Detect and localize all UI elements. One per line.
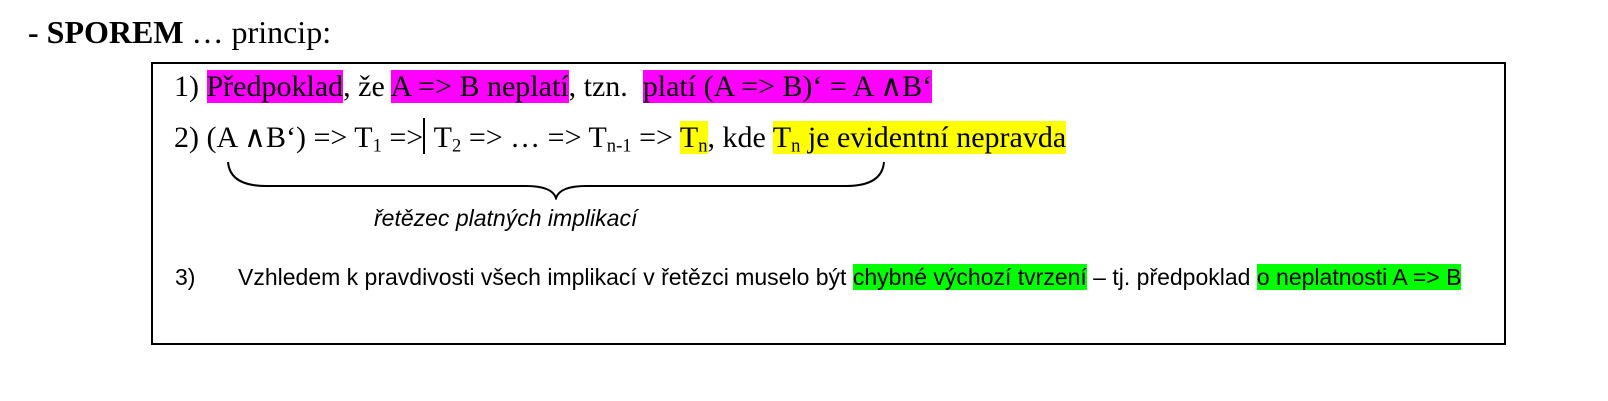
heading-rest: … princip: — [183, 14, 332, 50]
step-2-kde: , kde — [707, 121, 773, 154]
step-2-sub-2: 2 — [452, 135, 462, 157]
step-3-highlight-1: chybné výchozí tvrzení — [852, 264, 1087, 290]
step-3: Vzhledem k pravdivosti všech implikací v… — [238, 260, 1498, 294]
step-2-arrow-1: => — [381, 121, 424, 154]
step-1-tzn: , tzn. — [568, 70, 643, 103]
step-1-assumption: Předpoklad — [206, 70, 344, 103]
step-2-conclusion: Tn je evidentní nepravda — [772, 121, 1067, 157]
step-2-tn-t: T — [679, 121, 699, 154]
step-2-tn-sub: n — [698, 135, 708, 157]
step-2-sub-1: 1 — [372, 135, 382, 157]
step-1-negation: platí (A => B)‘ = A ∧B‘ — [642, 70, 933, 103]
cursor-bar — [423, 118, 425, 154]
step-1: 1) Předpoklad, že A => B neplatí, tzn. p… — [174, 69, 933, 105]
step-2-sub-n1: n-1 — [606, 135, 632, 157]
step-2-t2: T — [426, 121, 453, 154]
step-2-tail: je evidentní nepravda — [800, 121, 1067, 154]
step-3-text-b: – tj. předpoklad — [1086, 264, 1257, 290]
step-2-arrow-2: => — [631, 121, 680, 154]
step-3-text-a: Vzhledem k pravdivosti všech implikací v… — [238, 264, 853, 290]
step-2-tn2-t: T — [772, 121, 792, 154]
step-3-highlight-2: o neplatnosti A => B — [1256, 264, 1462, 290]
step-2-tn: Tn — [679, 121, 708, 157]
step-3-number: 3) — [175, 264, 196, 290]
step-2: 2) (A ∧B‘) => T1 => T2 => … => Tn-1 => T… — [174, 118, 1067, 157]
heading: - SPOREM … princip: — [28, 12, 331, 52]
heading-title: SPOREM — [46, 14, 184, 50]
brace-underline — [227, 161, 885, 200]
proof-box: 1) Předpoklad, že A => B neplatí, tzn. p… — [151, 62, 1506, 345]
step-1-claim: A => B neplatí — [390, 70, 569, 103]
step-2-mid: => … => T — [461, 121, 607, 154]
step-1-number: 1) — [174, 70, 207, 103]
step-2-tn2-sub: n — [791, 135, 801, 157]
step-2-expr: (A ∧B‘) => T — [206, 121, 373, 154]
chain-label: řetězec platných implikací — [374, 205, 638, 231]
step-1-text: , že — [343, 70, 391, 103]
step-2-number: 2) — [174, 121, 207, 154]
heading-dash: - — [28, 14, 47, 50]
